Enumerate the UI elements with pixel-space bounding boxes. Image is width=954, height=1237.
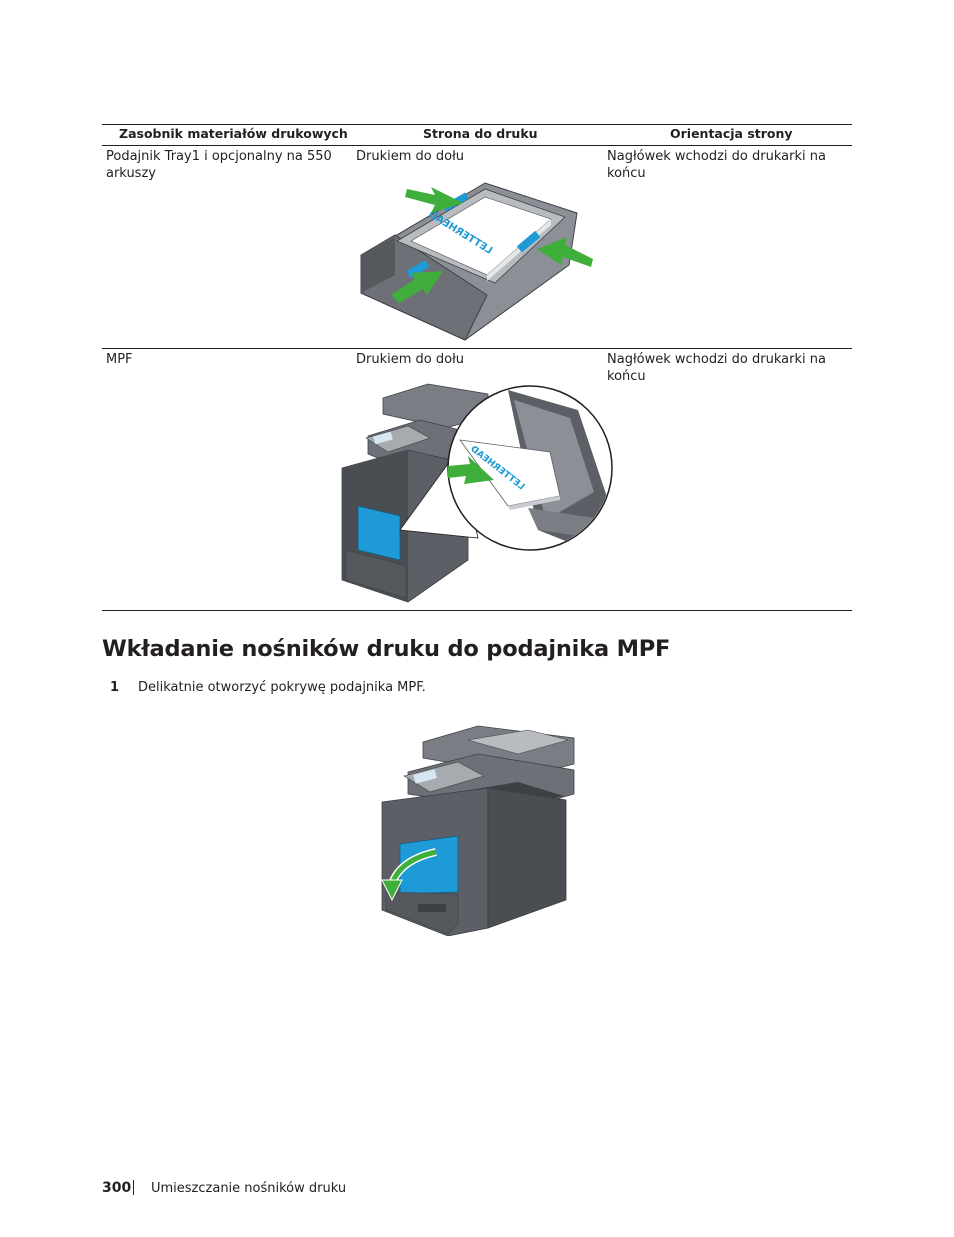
step-text: Delikatnie otworzyć pokrywę podajnika MP… xyxy=(138,680,426,695)
footer-chapter: Umieszczanie nośników druku xyxy=(151,1181,347,1196)
table-row-divider xyxy=(102,348,852,349)
table-cell-orientation: Nagłówek wchodzi do drukarki na końcu xyxy=(607,352,826,384)
table-cell-side: Drukiem do dołu xyxy=(356,352,465,367)
table-header-side: Strona do druku xyxy=(423,126,538,141)
arrow-left-guide-icon xyxy=(405,187,463,213)
arrow-right-guide-icon xyxy=(537,237,593,267)
table-header-rule xyxy=(102,145,852,146)
section-title: Wkładanie nośników druku do podajnika MP… xyxy=(102,636,671,662)
tray-illustration: LETTERHEAD xyxy=(360,182,593,341)
page-number: 300 xyxy=(102,1180,132,1196)
table-cell-tray: MPF xyxy=(106,352,133,367)
table-top-rule xyxy=(102,124,852,125)
table-header-tray: Zasobnik materiałów drukowych xyxy=(119,126,348,141)
table-header-orientation: Orientacja strony xyxy=(670,126,793,141)
step-number: 1 xyxy=(110,680,120,695)
footer-separator xyxy=(133,1180,134,1195)
table-bottom-rule xyxy=(102,610,852,611)
table-cell-tray: Podajnik Tray1 i opcjonalny na 550 arkus… xyxy=(106,149,332,181)
mpf-illustration: LETTERHEAD xyxy=(341,383,613,603)
printer-open-mpf-illustration xyxy=(381,725,575,936)
arrow-insert-paper-icon xyxy=(448,456,494,484)
table-cell-orientation: Nagłówek wchodzi do drukarki na końcu xyxy=(607,149,826,181)
arrow-rear-guide-icon xyxy=(391,271,443,303)
table-cell-side: Drukiem do dołu xyxy=(356,149,465,164)
